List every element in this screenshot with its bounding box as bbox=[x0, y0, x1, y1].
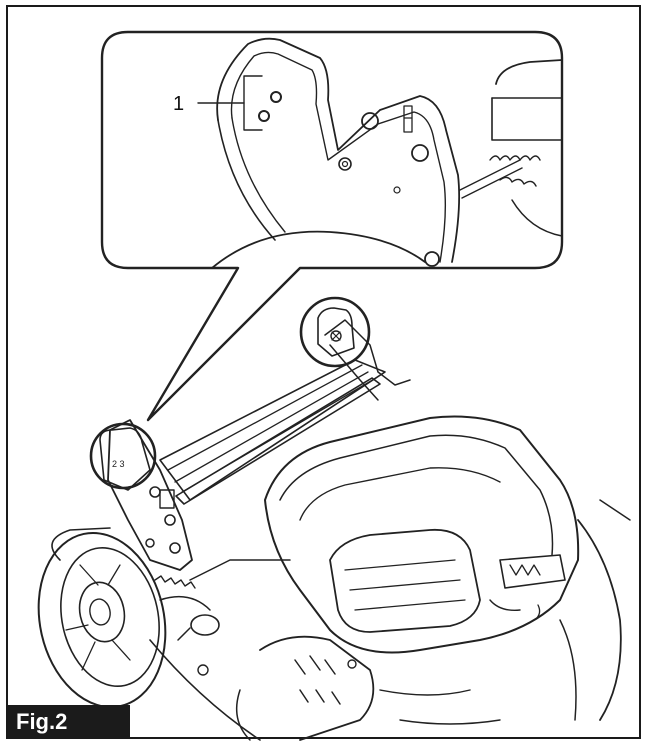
detail-zoom-bubble bbox=[100, 30, 564, 422]
figure-label: Fig.2 bbox=[8, 705, 130, 739]
highlight-circle-left bbox=[89, 422, 157, 490]
highlight-circle-right bbox=[299, 296, 371, 368]
callout-number-1: 1 bbox=[173, 93, 184, 115]
lawnmower-drawing: 2 3 bbox=[37, 307, 631, 741]
svg-text:2 3: 2 3 bbox=[112, 459, 125, 469]
